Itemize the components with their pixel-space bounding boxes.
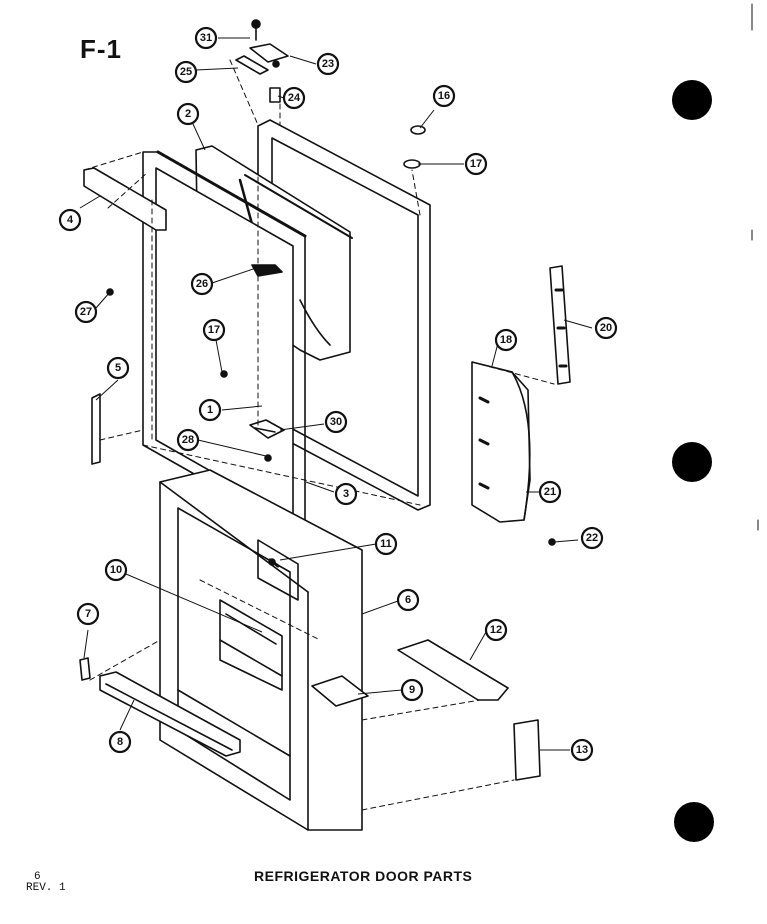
callout-17-lower: 17 <box>208 324 220 336</box>
callout-7: 7 <box>85 608 91 620</box>
door-handle <box>99 671 241 757</box>
door-outer-panel <box>159 469 363 831</box>
callout-4: 4 <box>67 214 74 226</box>
callout-5: 5 <box>115 362 121 374</box>
end-cap-5 <box>91 393 101 465</box>
callout-22: 22 <box>586 532 598 544</box>
end-panel-13 <box>513 719 541 781</box>
alignment-lines <box>83 59 555 811</box>
page-number: 6 <box>34 871 41 883</box>
callout-26: 26 <box>196 278 208 290</box>
retainer-bar <box>549 265 571 385</box>
callout-2: 2 <box>185 108 191 120</box>
door-shelf <box>397 639 509 701</box>
callout-12: 12 <box>490 624 502 636</box>
callout-11: 11 <box>380 538 392 550</box>
callout-24: 24 <box>288 92 301 104</box>
screw-28 <box>264 454 272 462</box>
callout-8: 8 <box>117 736 123 748</box>
callout-circles <box>58 26 618 762</box>
page-revision: REV. 1 <box>26 882 66 894</box>
callout-17-upper: 17 <box>470 158 482 170</box>
screw-17 <box>220 370 228 378</box>
callout-16: 16 <box>438 90 450 102</box>
callout-9: 9 <box>409 684 415 696</box>
plug-16 <box>410 125 426 135</box>
callout-21: 21 <box>544 486 556 498</box>
shelf-fence <box>471 361 531 523</box>
page-number-block: 6 REV. 1 <box>26 872 66 894</box>
callout-25: 25 <box>180 66 192 78</box>
callout-20: 20 <box>600 322 612 334</box>
callout-23: 23 <box>322 58 334 70</box>
plug-17-top <box>403 159 421 169</box>
hinge-assembly <box>235 19 289 103</box>
callout-1: 1 <box>207 404 213 416</box>
callout-27-left: 27 <box>80 306 92 318</box>
callout-31: 31 <box>200 32 212 44</box>
callout-28: 28 <box>182 434 194 446</box>
callout-6: 6 <box>405 594 411 606</box>
leader-lines <box>79 37 593 751</box>
bracket-26 <box>251 264 283 277</box>
tray-9 <box>311 675 369 707</box>
diagram-caption: REFRIGERATOR DOOR PARTS <box>254 868 473 884</box>
figure-title: F-1 <box>80 34 122 64</box>
callout-18: 18 <box>500 334 512 346</box>
callout-3: 3 <box>343 488 349 500</box>
handle-end-cap <box>79 657 91 681</box>
page-edge-marks <box>751 3 759 531</box>
callout-10: 10 <box>110 564 122 576</box>
callout-30: 30 <box>330 416 342 428</box>
trim-strip <box>83 167 167 231</box>
callout-13: 13 <box>576 744 588 756</box>
binder-holes <box>672 80 714 842</box>
screw-11 <box>268 558 276 566</box>
